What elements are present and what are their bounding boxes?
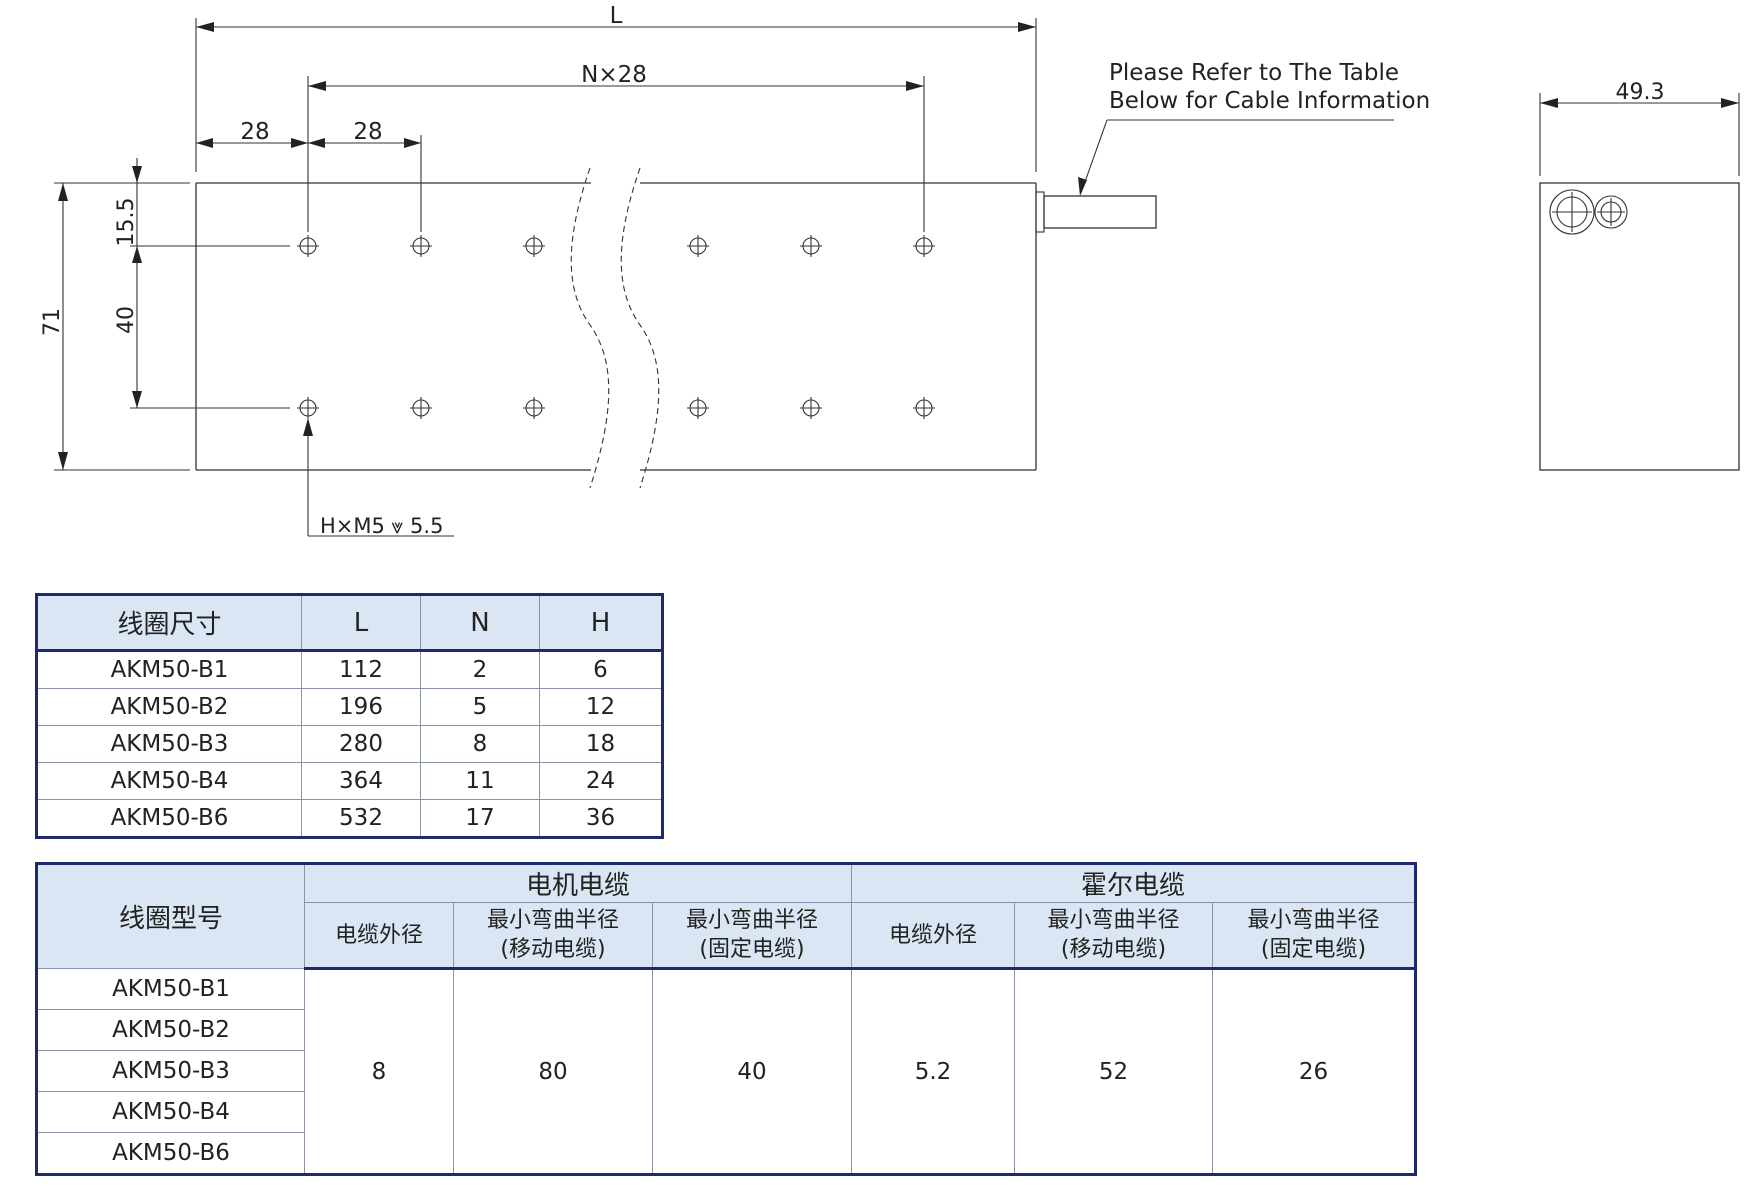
fixed-label: (固定电缆) (1260, 937, 1367, 962)
break-lines (570, 167, 660, 489)
side-view: 49.3 (1539, 80, 1740, 471)
hole-callout: H×M5 ⩔ 5.5 (303, 418, 454, 538)
col-N: N (420, 594, 540, 652)
group-hall-cable: 霍尔电缆 (851, 863, 1416, 903)
table-row: AKM50-B6 (36, 1132, 1416, 1175)
table-row: AKM50-B3 280 8 18 (36, 725, 663, 763)
cell-N: 5 (420, 688, 540, 726)
cable-spec-table: 线圈型号 电机电缆 霍尔电缆 电缆外径 最小弯曲半径 (移动电缆) 最小弯曲半径… (35, 862, 1417, 1176)
cell-N: 2 (420, 650, 540, 689)
cell-L: 364 (301, 762, 421, 800)
col-coil-model: 线圈型号 (36, 863, 305, 969)
cell-model: AKM50-B2 (36, 1009, 305, 1051)
cable-table-group-header: 线圈型号 电机电缆 霍尔电缆 (36, 863, 1416, 969)
cable-callout: Please Refer to The Table Below for Cabl… (1078, 60, 1430, 196)
coil-size-table: 线圈尺寸 L N H AKM50-B1 112 2 6 AKM50-B2 196… (35, 593, 664, 839)
col-motor-bend-fixed: 最小弯曲半径 (固定电缆) (652, 902, 852, 970)
dim-71-label: 71 (40, 308, 65, 336)
table-row: AKM50-B2 196 5 12 (36, 688, 663, 726)
cable-note-line2: Below for Cable Information (1109, 88, 1430, 114)
dim-L-label: L (610, 3, 623, 29)
cell-motor-bend-fixed: 40 (652, 968, 852, 1175)
table-row: AKM50-B1 8 80 40 5.2 52 26 (36, 968, 1416, 1175)
col-hall-bend-moving: 最小弯曲半径 (移动电缆) (1014, 902, 1213, 970)
cell-L: 280 (301, 725, 421, 763)
cell-N: 17 (420, 799, 540, 838)
bend-label: 最小弯曲半径 (1047, 908, 1180, 933)
col-L: L (301, 594, 421, 652)
dimension-height-71: 71 (40, 182, 190, 471)
cable-table-sub-header: 电缆外径 最小弯曲半径 (移动电缆) 最小弯曲半径 (固定电缆) 电缆外径 最小… (37, 902, 1416, 970)
col-motor-outer-diameter: 电缆外径 (304, 902, 454, 970)
cell-model: AKM50-B4 (36, 1091, 305, 1133)
cable-stub (1035, 191, 1157, 233)
cell-N: 8 (420, 725, 540, 763)
table-row: AKM50-B4 (36, 1091, 1416, 1133)
table-row: AKM50-B4 364 11 24 (36, 762, 663, 800)
cell-H: 18 (539, 725, 663, 763)
cable-connector-icon (1549, 189, 1628, 235)
dimension-L: L (195, 3, 1037, 172)
bend-label: 最小弯曲半径 (685, 908, 818, 933)
cell-H: 36 (539, 799, 663, 838)
table-row: AKM50-B6 532 17 36 (36, 799, 663, 838)
cell-H: 6 (539, 650, 663, 689)
cell-motor-bend-moving: 80 (453, 968, 653, 1175)
size-table-header: 线圈尺寸 L N H (36, 594, 663, 652)
col-hall-bend-fixed: 最小弯曲半径 (固定电缆) (1212, 902, 1416, 970)
cell-model: AKM50-B3 (36, 1050, 305, 1092)
dim-Nx28-label: N×28 (581, 62, 647, 88)
moving-label: (移动电缆) (500, 937, 606, 962)
dim-width-label: 49.3 (1616, 80, 1665, 105)
cell-model: AKM50-B4 (36, 762, 302, 800)
bend-label: 最小弯曲半径 (486, 908, 619, 933)
mounting-holes (296, 234, 936, 420)
dim-15-5-label: 15.5 (114, 198, 139, 247)
dim-28-pitch-label: 28 (353, 119, 382, 145)
cell-L: 112 (301, 650, 421, 689)
table-row: AKM50-B3 (36, 1050, 1416, 1092)
hole-note-label: H×M5 ⩔ 5.5 (320, 514, 443, 538)
col-hall-outer-diameter: 电缆外径 (851, 902, 1015, 970)
cell-H: 24 (539, 762, 663, 800)
dimension-Nx28: N×28 (307, 62, 925, 232)
col-H: H (539, 594, 663, 652)
dimension-vertical-holes: 15.5 40 (114, 158, 290, 409)
cell-hall-outer: 5.2 (851, 968, 1015, 1175)
cable-note-line1: Please Refer to The Table (1109, 60, 1399, 86)
cell-hall-bend-fixed: 26 (1212, 968, 1416, 1175)
coil-body-outline (195, 182, 1037, 471)
table-row: AKM50-B1 112 2 6 (36, 650, 663, 689)
cell-motor-outer: 8 (304, 968, 454, 1175)
group-motor-cable: 电机电缆 (304, 863, 852, 903)
cell-N: 11 (420, 762, 540, 800)
cell-H: 12 (539, 688, 663, 726)
dimension-pitch: 28 28 (196, 119, 422, 232)
dim-40-label: 40 (114, 306, 139, 334)
col-coil-size: 线圈尺寸 (36, 594, 302, 652)
cell-L: 532 (301, 799, 421, 838)
cell-hall-bend-moving: 52 (1014, 968, 1213, 1175)
motor-coil-dimension-drawing: L N×28 28 28 15.5 40 (40, 3, 1740, 538)
fixed-label: (固定电缆) (699, 937, 805, 962)
dim-28-edge-label: 28 (240, 119, 269, 145)
cell-model: AKM50-B3 (36, 725, 302, 763)
table-row: AKM50-B2 (36, 1009, 1416, 1051)
cell-L: 196 (301, 688, 421, 726)
cell-model: AKM50-B6 (36, 1132, 305, 1175)
cell-model: AKM50-B2 (36, 688, 302, 726)
cell-model: AKM50-B1 (36, 968, 305, 1010)
cell-model: AKM50-B6 (36, 799, 302, 838)
bend-label: 最小弯曲半径 (1247, 908, 1380, 933)
cell-model: AKM50-B1 (36, 650, 302, 689)
moving-label: (移动电缆) (1060, 937, 1167, 962)
col-motor-bend-moving: 最小弯曲半径 (移动电缆) (453, 902, 653, 970)
